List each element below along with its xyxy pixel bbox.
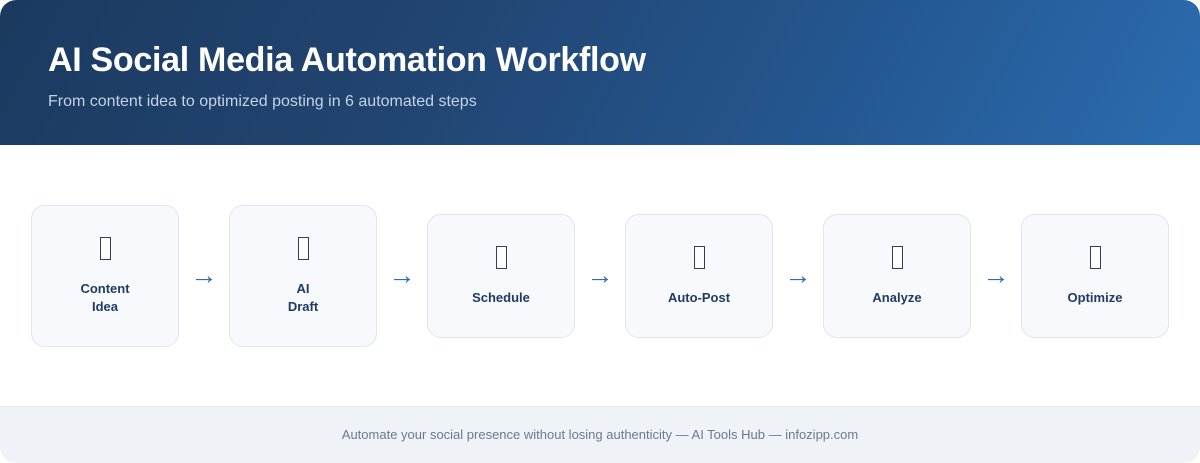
step-card-schedule[interactable]: Schedule [427,213,575,338]
page-subtitle: From content idea to optimized posting i… [48,93,477,110]
workflow-steps-row: Content Idea → AI Draft → Schedule → Aut… [0,145,1200,406]
flow-arrow-icon-5: → [982,260,1010,290]
flow-arrow-icon-1: → [190,260,218,290]
step-label: Content Idea [80,280,130,314]
flow-arrow-icon-4: → [784,260,812,290]
page-title: AI Social Media Automation Workflow [48,41,646,79]
gear-icon [1089,245,1101,275]
step-label: Auto-Post [667,289,731,305]
step-label: Analyze [872,289,922,305]
header-banner: AI Social Media Automation Workflow From… [0,0,1200,145]
footer-text: Automate your social presence without lo… [341,427,859,442]
rocket-icon [693,245,705,275]
step-card-analyze[interactable]: Analyze [823,213,971,338]
robot-icon [297,236,309,266]
footer-bar: Automate your social presence without lo… [0,406,1200,463]
flow-arrow-icon-2: → [388,260,416,290]
chart-icon [891,245,903,275]
step-card-ai-draft[interactable]: AI Draft [229,204,377,347]
calendar-icon [495,245,507,275]
step-label: AI Draft [287,280,319,314]
step-card-content-idea[interactable]: Content Idea [31,204,179,347]
lightbulb-icon [99,236,111,266]
step-card-optimize[interactable]: Optimize [1021,213,1169,338]
step-card-auto-post[interactable]: Auto-Post [625,213,773,338]
step-label: Schedule [472,289,530,305]
step-label: Optimize [1067,289,1123,305]
flow-arrow-icon-3: → [586,260,614,290]
